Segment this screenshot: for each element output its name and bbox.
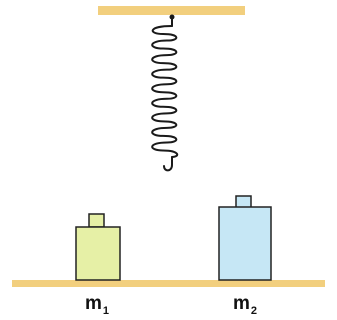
mass-2-label: m2 — [233, 293, 257, 317]
mass-1-label: m1 — [85, 293, 109, 317]
mass-1-block — [75, 213, 121, 281]
ceiling-bar — [98, 6, 245, 15]
mass-1-subscript: 1 — [102, 305, 110, 317]
floor-bar — [12, 280, 325, 287]
mass-2-symbol: m — [233, 293, 250, 314]
mass-1-symbol: m — [85, 293, 102, 314]
mass-2-block — [218, 195, 272, 281]
coil-spring-icon — [151, 16, 179, 172]
mass-2-subscript: 2 — [250, 305, 258, 317]
